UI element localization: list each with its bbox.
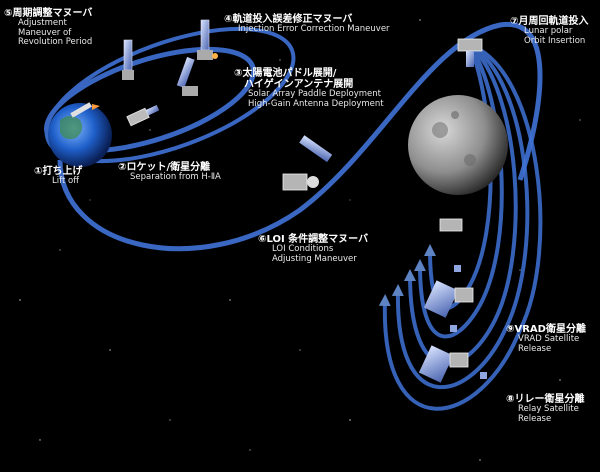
step-1-label: ①打ち上げ Lift off	[34, 166, 82, 187]
step-3-jp2: ハイゲインアンテナ展開	[244, 79, 354, 91]
step-4-label: ④軌道投入誤差修正マヌーバ Injection Error Correction…	[224, 14, 390, 35]
step-3-label: ③太陽電池パドル展開/ ハイゲインアンテナ展開 Solar Array Padd…	[234, 68, 384, 109]
earth-orbits	[44, 26, 296, 164]
step-5-en-2: Maneuver of	[18, 27, 72, 38]
step-4-jp: ④軌道投入誤差修正マヌーバ	[224, 14, 353, 25]
spacecraft-lunar-orbit	[457, 38, 483, 67]
step-6-en-1: LOI Conditions	[272, 244, 334, 255]
step-8-jp: ⑧リレー衛星分離	[506, 394, 585, 405]
step-7-en-1: Lunar polar	[524, 26, 573, 37]
step-6-en-2: Adjusting Maneuver	[272, 253, 357, 264]
spacecraft-period-adjust	[122, 39, 134, 80]
spacecraft-injection-correction	[197, 19, 218, 60]
step-8-en-2: Release	[518, 413, 552, 424]
starfield	[19, 19, 581, 461]
step-3-en-1: Solar Array Paddle Deployment	[248, 89, 381, 100]
step-5-en-3: Revolution Period	[18, 37, 93, 48]
step-5-jp: ⑤周期調整マヌーバ	[4, 8, 93, 19]
earth	[48, 103, 112, 167]
subsatellite-icons	[450, 265, 487, 379]
transfer-trajectory	[57, 21, 543, 252]
step-9-en-1: VRAD Satellite	[518, 334, 580, 345]
step-8-label: ⑧リレー衛星分離 Relay Satellite Release	[506, 394, 584, 424]
step-4-en: Injection Error Correction Maneuver	[238, 24, 390, 35]
step-1-jp: ①打ち上げ	[34, 166, 83, 177]
step-9-en-2: Release	[518, 343, 552, 354]
step-9-jp: ⑨VRAD衛星分離	[506, 324, 586, 335]
spacecraft-loi	[282, 135, 333, 191]
step-3-jp: ③太陽電池パドル展開/	[234, 68, 337, 79]
spacecraft-vrad-release	[423, 280, 474, 318]
rocket-icon	[70, 102, 100, 118]
step-1-en: Lift off	[52, 176, 80, 187]
moon	[408, 95, 508, 195]
spacecraft-near-moon	[439, 218, 463, 232]
step-8-en-1: Relay Satellite	[518, 404, 579, 415]
step-2-jp: ②ロケット/衛星分離	[118, 162, 211, 173]
step-9-label: ⑨VRAD衛星分離 VRAD Satellite Release	[506, 324, 586, 354]
spacecraft-relay-release	[418, 345, 469, 383]
step-5-en-1: Adjustment	[18, 18, 67, 29]
step-2-label: ②ロケット/衛星分離 Separation from H-ⅡA	[118, 162, 221, 183]
step-6-label: ⑥LOI 条件調整マヌーバ LOI Conditions Adjusting M…	[258, 234, 368, 264]
step-7-en-2: Orbit Insertion	[524, 35, 586, 46]
step-3-en-2: High-Gain Antenna Deployment	[248, 98, 384, 109]
step-6-jp: ⑥LOI 条件調整マヌーバ	[258, 234, 369, 245]
step-7-jp: ⑦月周回軌道投入	[510, 16, 589, 27]
step-7-label: ⑦月周回軌道投入 Lunar polar Orbit Insertion	[510, 16, 588, 46]
step-2-en: Separation from H-ⅡA	[130, 172, 221, 183]
spacecraft-separation	[126, 104, 160, 127]
spacecraft-paddle-deploy	[176, 57, 198, 96]
step-5-label: ⑤周期調整マヌーバ Adjustment Maneuver of Revolut…	[4, 8, 92, 48]
